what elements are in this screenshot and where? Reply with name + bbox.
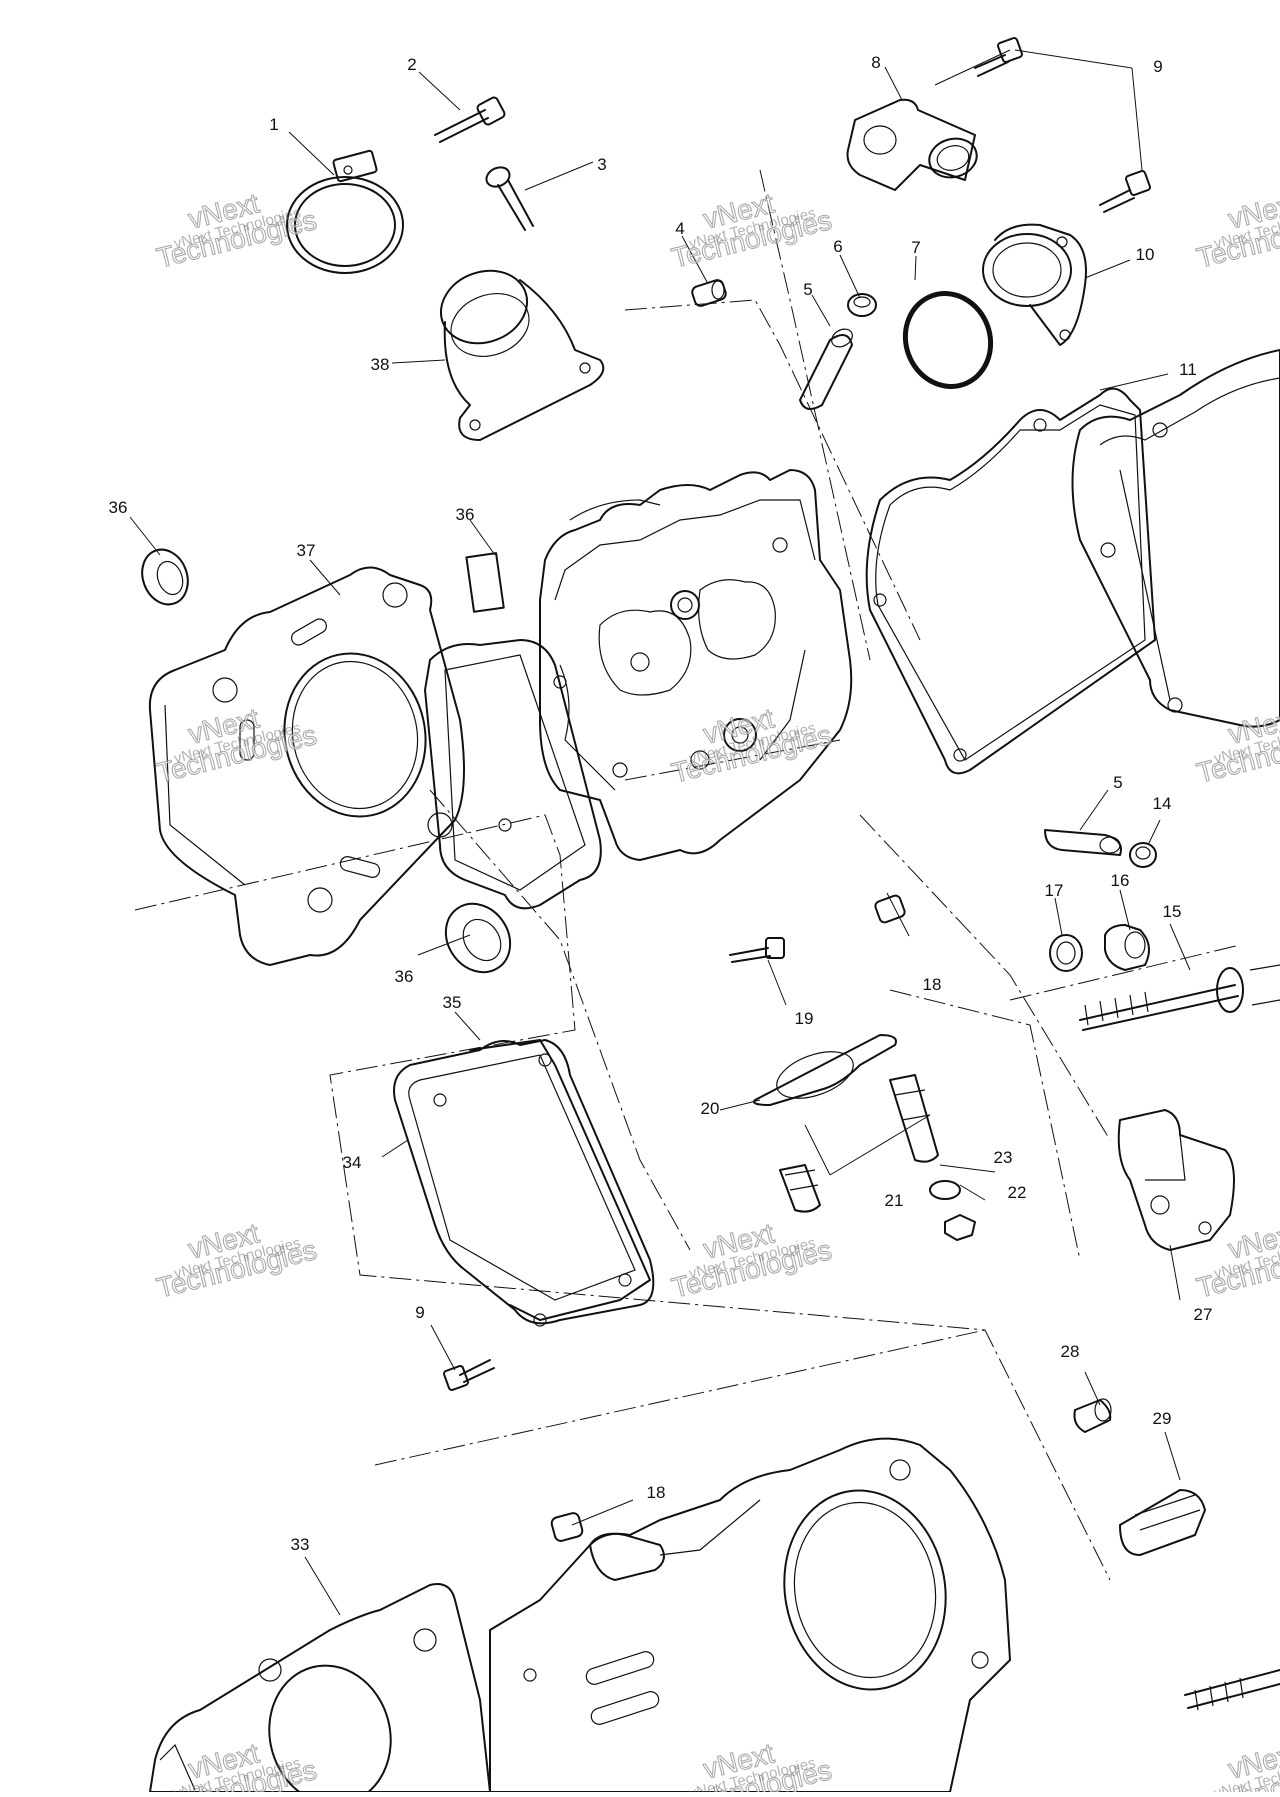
valve-guide-5 [800, 326, 856, 409]
callout-c19: 19 [795, 1009, 814, 1028]
callout-c1: 1 [269, 115, 278, 134]
callout-c35: 35 [443, 993, 462, 1012]
assembly-guide-lines [135, 170, 1240, 1580]
callout-c22: 22 [1008, 1183, 1027, 1202]
callout-c4: 4 [675, 219, 684, 238]
nut-14 [1130, 843, 1156, 867]
dowel-pin-18-lower [550, 1512, 583, 1542]
elbow-fitting-8 [848, 100, 982, 190]
callout-c21: 21 [885, 1191, 904, 1210]
callout-c16: 16 [1111, 871, 1130, 890]
stud-15 [1080, 965, 1280, 1030]
cylinder-block [490, 1439, 1010, 1792]
exhaust-stud-21-right [890, 1075, 938, 1162]
callout-c36a: 36 [109, 498, 128, 517]
dowel-pin-4 [691, 279, 728, 308]
plug-16 [1105, 925, 1149, 970]
valve-guide-5-lower [1045, 830, 1121, 855]
callout-c10: 10 [1136, 245, 1155, 264]
callout-c9b: 9 [415, 1303, 424, 1322]
o-ring-7 [892, 281, 1003, 398]
callout-c33: 33 [291, 1535, 310, 1554]
bolt-9-top [975, 37, 1023, 76]
bolt-9-right [1100, 170, 1151, 212]
screw-3 [483, 164, 533, 230]
callout-c17: 17 [1045, 881, 1064, 900]
callout-c8: 8 [871, 53, 880, 72]
callout-c7: 7 [911, 238, 920, 257]
callout-c18a: 18 [923, 975, 942, 994]
exhaust-stud-21-left [780, 1165, 820, 1212]
callout-c34: 34 [343, 1153, 362, 1172]
callout-c36c: 36 [395, 967, 414, 986]
cylinder-head [466, 470, 851, 860]
callout-c2: 2 [407, 55, 416, 74]
callout-c14: 14 [1153, 794, 1172, 813]
dowel-pin-28 [1074, 1399, 1111, 1432]
callout-c38: 38 [371, 355, 390, 374]
callout-c9a: 9 [1153, 57, 1162, 76]
callout-c6: 6 [833, 237, 842, 256]
valve-cover-gasket-11 [867, 389, 1155, 774]
bolt-19 [730, 938, 784, 962]
callout-c27: 27 [1194, 1305, 1213, 1324]
clamp-screw [435, 96, 506, 142]
nut-22 [945, 1215, 975, 1240]
callout-c37: 37 [297, 541, 316, 560]
callout-c23: 23 [994, 1148, 1013, 1167]
stud-mid-right [1085, 992, 1148, 1025]
callout-c36b: 36 [456, 505, 475, 524]
stud-lower-right [1185, 1670, 1280, 1710]
callout-c29: 29 [1153, 1409, 1172, 1428]
exhaust-gasket-20 [754, 1035, 896, 1107]
head-frame-gasket [425, 640, 601, 908]
callout-c5b: 5 [1113, 773, 1122, 792]
callout-c5a: 5 [803, 280, 812, 299]
nut-6 [848, 294, 876, 316]
bolt-9-bottom [443, 1360, 494, 1391]
callout-c28: 28 [1061, 1342, 1080, 1361]
callout-c3: 3 [597, 155, 606, 174]
fitting-29 [1120, 1490, 1205, 1555]
leader-lines [130, 50, 1190, 1615]
oil-seal-36-left [135, 543, 195, 611]
intake-boot [431, 259, 604, 440]
callout-c15: 15 [1163, 902, 1182, 921]
callout-c18b: 18 [647, 1483, 666, 1502]
bracket-27 [1119, 1110, 1234, 1250]
rocker-gasket-35 [470, 1040, 650, 1320]
callout-c20: 20 [701, 1099, 720, 1118]
rocker-cover-34 [394, 1040, 653, 1326]
oil-seal-36-bottom [433, 891, 523, 984]
washer-17 [1050, 935, 1082, 971]
callout-c11: 11 [1179, 360, 1197, 379]
washer-23 [930, 1181, 960, 1199]
thermostat-housing-10 [983, 225, 1086, 345]
